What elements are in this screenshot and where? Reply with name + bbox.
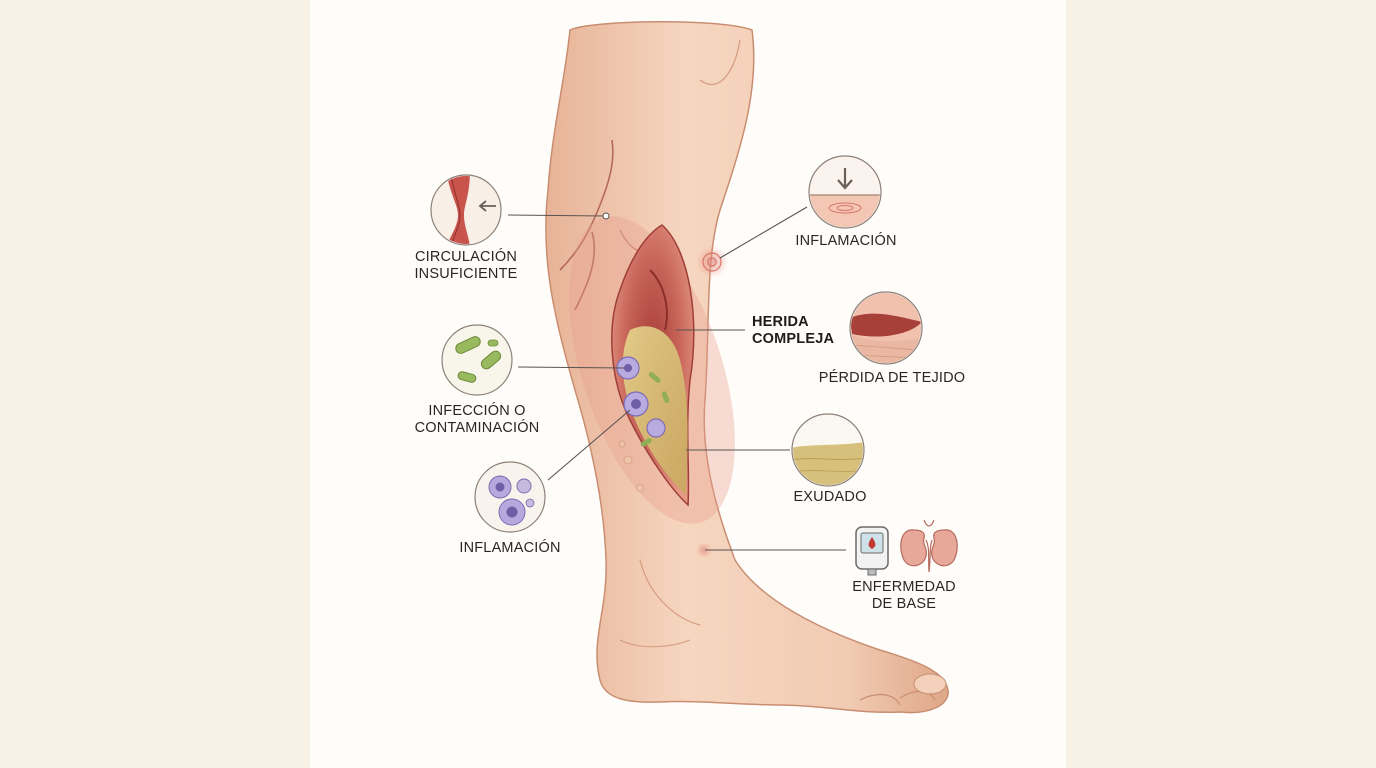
label-enfermedad: ENFERMEDAD DE BASE [842, 579, 966, 613]
kidney-icon [900, 519, 958, 573]
visible-veins [559, 139, 614, 311]
leader-circulacion [507, 214, 606, 217]
toe-line-1 [859, 693, 901, 706]
label-infeccion-line-1: INFECCIÓN O [428, 403, 526, 419]
big-toe [913, 673, 947, 695]
label-circulacion: CIRCULACIÓN INSUFICIENTE [404, 249, 528, 283]
label-circulacion-line-1: CIRCULACIÓN [414, 249, 518, 265]
label-inflamacion-right: INFLAMACIÓN [786, 233, 906, 250]
underlying-disease-spot [696, 542, 712, 558]
wound-bacterium-3 [661, 391, 670, 403]
label-infeccion-line-2: CONTAMINACIÓN [414, 420, 540, 436]
skin-bump-2 [636, 484, 644, 492]
label-inflamacion-left: INFLAMACIÓN [450, 540, 570, 557]
vein-narrowing-icon [430, 174, 502, 246]
label-exudado-line-1: EXUDADO [793, 489, 867, 505]
tissue-loss-icon [849, 291, 923, 365]
wound-bacterium-2 [640, 438, 652, 447]
label-herida-line-2: COMPLEJA [752, 331, 835, 347]
skin-bump-1 [623, 455, 633, 465]
wound-cell-1-nucleus [624, 364, 632, 372]
inflammation-spot [696, 246, 728, 278]
exudate-icon [791, 413, 865, 487]
inflammation-ring-2 [707, 257, 717, 267]
wound-cell-2-nucleus [631, 399, 641, 409]
label-enfermedad-line-1: ENFERMEDAD [852, 579, 956, 595]
skin-bump-3 [618, 440, 626, 448]
label-infeccion: INFECCIÓN O CONTAMINACIÓN [406, 403, 548, 437]
heel-shade [619, 639, 691, 648]
label-inflamacion-right-line-1: INFLAMACIÓN [795, 233, 897, 249]
label-circulacion-line-2: INSUFICIENTE [414, 266, 518, 282]
leg-shape [545, 21, 949, 714]
leg-illustration [545, 21, 949, 714]
leader-infeccion [517, 366, 626, 369]
ankle-shade [639, 559, 701, 626]
wound-depth [649, 269, 668, 331]
knee-shade [699, 39, 741, 86]
label-enfermedad-line-2: DE BASE [871, 596, 937, 612]
label-herida: HERIDA COMPLEJA [752, 314, 852, 348]
wound-cell-3 [646, 418, 666, 438]
leader-inflamacion-right [719, 206, 808, 259]
inflammation-ring-1 [702, 252, 722, 272]
label-herida-line-1: HERIDA [752, 314, 809, 330]
leader-dot-circulacion [602, 212, 610, 220]
inflammatory-cells-icon [474, 461, 546, 533]
glucometer-icon [855, 526, 889, 576]
label-perdida: PÉRDIDA DE TEJIDO [812, 370, 972, 387]
label-inflamacion-left-line-1: INFLAMACIÓN [459, 540, 561, 556]
label-exudado: EXUDADO [782, 489, 878, 506]
bacteria-icon [441, 324, 513, 396]
wound-bacterium-1 [648, 371, 661, 383]
leader-inflamacion-left [547, 409, 631, 481]
label-perdida-line-1: PÉRDIDA DE TEJIDO [818, 370, 966, 386]
leader-lines [507, 206, 846, 551]
